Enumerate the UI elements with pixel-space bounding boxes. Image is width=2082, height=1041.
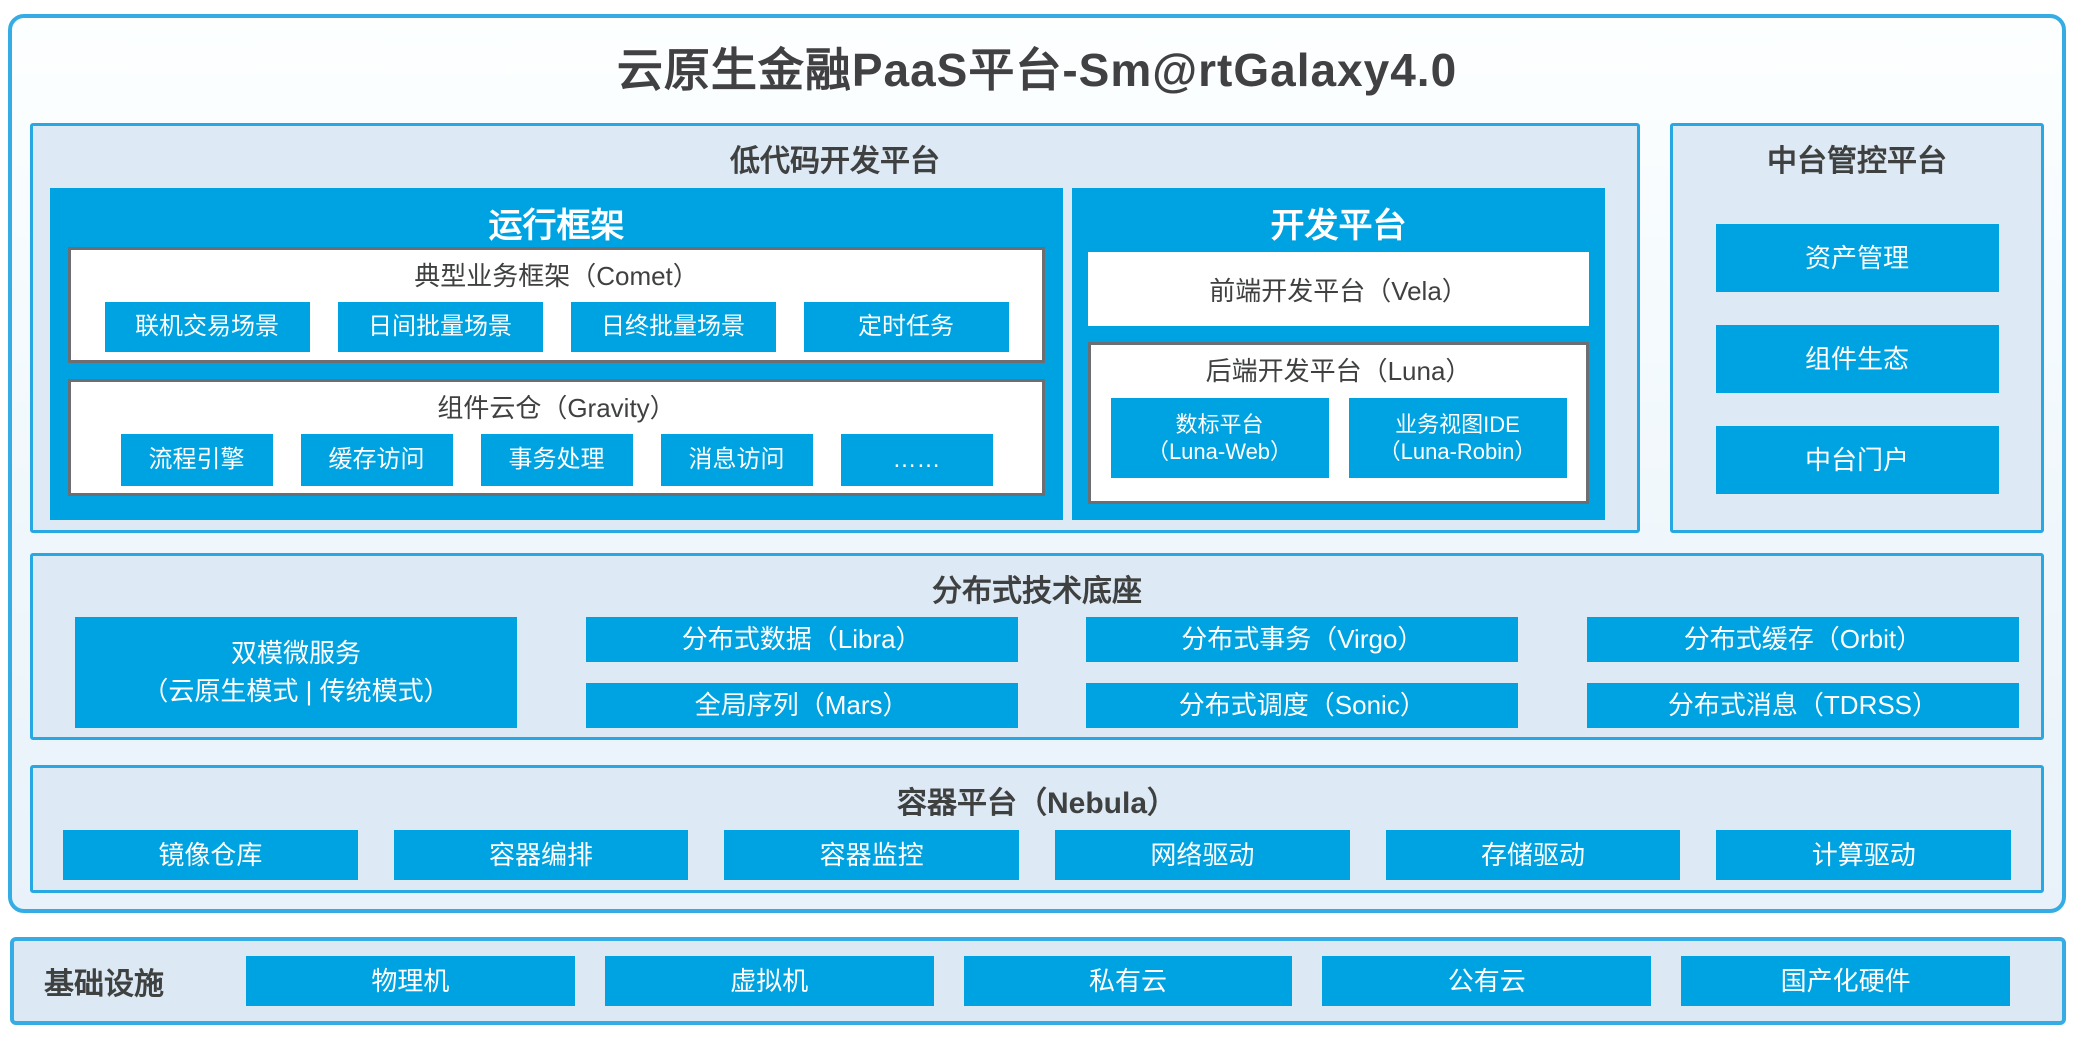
dist-item-dual-mode-microservices: 双模微服务 （云原生模式 | 传统模式） [75, 617, 517, 728]
box-gravity-components: 组件云仓（Gravity） 流程引擎 缓存访问 事务处理 消息访问 …… [68, 379, 1045, 496]
distributed-col-1: 分布式数据（Libra） 全局序列（Mars） [585, 617, 1018, 728]
gravity-item-message-access: 消息访问 [660, 434, 813, 486]
comet-header: 典型业务框架（Comet） [414, 261, 699, 291]
luna-robin-line1: 业务视图IDE [1395, 411, 1520, 437]
comet-item-endofday-batch: 日终批量场景 [570, 302, 776, 352]
container-header: 容器平台（Nebula） [896, 787, 1178, 820]
dist-item-scheduling-sonic: 分布式调度（Sonic） [1086, 683, 1519, 728]
section-container-platform: 容器平台（Nebula） 镜像仓库 容器编排 容器监控 网络驱动 存储驱动 计算… [30, 765, 2044, 893]
panel-dev-platform: 开发平台 前端开发平台（Vela） 后端开发平台（Luna） 数标平台 （Lun… [1072, 188, 1605, 520]
container-item-monitoring: 容器监控 [724, 830, 1020, 880]
main-frame: 云原生金融PaaS平台-Sm@rtGalaxy4.0 低代码开发平台 运行框架 … [8, 14, 2066, 913]
page-title: 云原生金融PaaS平台-Sm@rtGalaxy4.0 [616, 44, 1458, 96]
comet-item-daytime-batch: 日间批量场景 [337, 302, 543, 352]
dist-item-cache-orbit: 分布式缓存（Orbit） [1586, 617, 2019, 662]
distributed-header: 分布式技术底座 [932, 575, 1142, 608]
mid-item-component-ecosystem: 组件生态 [1715, 325, 1999, 393]
midplatform-column: 资产管理 组件生态 中台门户 [1673, 224, 2041, 494]
mid-item-midplatform-portal: 中台门户 [1715, 426, 1999, 494]
comet-row: 联机交易场景 日间批量场景 日终批量场景 定时任务 [71, 302, 1042, 352]
gravity-item-transaction: 事务处理 [480, 434, 633, 486]
infrastructure-row: 物理机 虚拟机 私有云 公有云 国产化硬件 [246, 956, 2010, 1006]
container-item-image-registry: 镜像仓库 [63, 830, 358, 880]
comet-item-scheduled-task: 定时任务 [803, 302, 1009, 352]
infra-item-virtual-machine: 虚拟机 [604, 956, 934, 1006]
section-lowcode-platform: 低代码开发平台 运行框架 典型业务框架（Comet） 联机交易场景 日间批量场景… [30, 123, 1640, 533]
dist-item-transaction-virgo: 分布式事务（Virgo） [1086, 617, 1519, 662]
luna-item-web: 数标平台 （Luna-Web） [1110, 398, 1329, 478]
luna-web-line1: 数标平台 [1175, 411, 1264, 437]
dist-item-data-libra: 分布式数据（Libra） [585, 617, 1018, 662]
luna-row: 数标平台 （Luna-Web） 业务视图IDE （Luna-Robin） [1091, 398, 1586, 478]
gravity-item-more: …… [840, 434, 993, 486]
container-item-storage-driver: 存储驱动 [1385, 830, 1681, 880]
dev-title: 开发平台 [1270, 207, 1407, 245]
distributed-col-3: 分布式缓存（Orbit） 分布式消息（TDRSS） [1586, 617, 2019, 728]
infra-item-physical-machine: 物理机 [246, 956, 575, 1006]
container-row: 镜像仓库 容器编排 容器监控 网络驱动 存储驱动 计算驱动 [63, 830, 2012, 880]
mid-item-asset-management: 资产管理 [1715, 224, 1999, 292]
section-midplatform: 中台管控平台 资产管理 组件生态 中台门户 [1670, 123, 2044, 533]
box-luna-backend: 后端开发平台（Luna） 数标平台 （Luna-Web） 业务视图IDE （Lu… [1088, 342, 1589, 504]
dist-item-message-tdrss: 分布式消息（TDRSS） [1586, 683, 2019, 728]
luna-item-robin: 业务视图IDE （Luna-Robin） [1348, 398, 1567, 478]
dist-item-sequence-mars: 全局序列（Mars） [585, 683, 1018, 728]
runtime-title: 运行框架 [488, 207, 625, 245]
infra-item-domestic-hardware: 国产化硬件 [1681, 956, 2010, 1006]
gravity-item-cache-access: 缓存访问 [300, 434, 453, 486]
container-item-compute-driver: 计算驱动 [1716, 830, 2012, 880]
container-item-orchestration: 容器编排 [393, 830, 689, 880]
section-distributed-base: 分布式技术底座 双模微服务 （云原生模式 | 传统模式） 分布式数据（Libra… [30, 553, 2044, 740]
box-vela-frontend: 前端开发平台（Vela） [1088, 252, 1589, 326]
infra-item-public-cloud: 公有云 [1322, 956, 1652, 1006]
lowcode-header: 低代码开发平台 [730, 145, 940, 178]
distributed-col-2: 分布式事务（Virgo） 分布式调度（Sonic） [1086, 617, 1519, 728]
gravity-row: 流程引擎 缓存访问 事务处理 消息访问 …… [71, 434, 1042, 486]
gravity-item-process-engine: 流程引擎 [120, 434, 273, 486]
infra-item-private-cloud: 私有云 [963, 956, 1293, 1006]
luna-header: 后端开发平台（Luna） [1205, 356, 1472, 386]
distributed-row: 双模微服务 （云原生模式 | 传统模式） 分布式数据（Libra） 全局序列（M… [75, 617, 2019, 728]
luna-robin-line2: （Luna-Robin） [1378, 439, 1537, 464]
dual-line1: 双模微服务 [230, 637, 361, 668]
infrastructure-label: 基础设施 [44, 968, 164, 1001]
section-infrastructure: 基础设施 物理机 虚拟机 私有云 公有云 国产化硬件 [10, 937, 2066, 1025]
gravity-header: 组件云仓（Gravity） [437, 393, 676, 423]
midplatform-header: 中台管控平台 [1767, 145, 1947, 178]
box-comet-framework: 典型业务框架（Comet） 联机交易场景 日间批量场景 日终批量场景 定时任务 [68, 247, 1045, 363]
luna-web-line2: （Luna-Web） [1146, 439, 1293, 464]
container-item-network-driver: 网络驱动 [1055, 830, 1350, 880]
panel-runtime-framework: 运行框架 典型业务框架（Comet） 联机交易场景 日间批量场景 日终批量场景 … [50, 188, 1063, 520]
dual-line2: （云原生模式 | 传统模式） [142, 675, 450, 706]
comet-item-online-trading: 联机交易场景 [104, 302, 310, 352]
